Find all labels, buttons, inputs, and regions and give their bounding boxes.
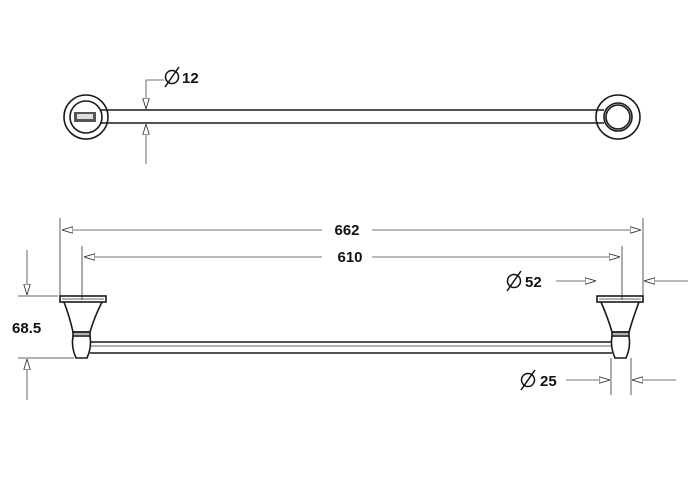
right-bracket-front <box>596 295 644 359</box>
rod-top <box>100 109 604 124</box>
neck-diameter-value: 25 <box>540 373 557 390</box>
diameter-symbol-icon <box>164 66 180 88</box>
projection-dimension: 68.5 <box>12 250 74 400</box>
left-mount-top <box>63 94 109 140</box>
base-diameter-value: 52 <box>525 274 542 291</box>
front-view: 662 610 <box>12 218 688 400</box>
diameter-symbol-icon <box>506 270 522 292</box>
projection-value: 68.5 <box>12 320 41 337</box>
base-diameter-dimension: 52 <box>506 270 688 292</box>
center-length-value: 610 <box>337 249 362 266</box>
rod-front <box>90 341 612 354</box>
left-bracket-front <box>59 295 107 359</box>
rod-diameter-dimension: 12 <box>146 66 199 164</box>
center-length-dimension: 610 <box>84 249 620 266</box>
diameter-symbol-icon <box>520 369 536 391</box>
overall-length-dimension: 662 <box>62 222 641 239</box>
top-view: 12 <box>63 66 641 164</box>
rod-diameter-value: 12 <box>182 70 199 87</box>
right-mount-top <box>595 94 641 140</box>
neck-diameter-dimension: 25 <box>520 358 676 395</box>
overall-length-value: 662 <box>334 222 359 239</box>
